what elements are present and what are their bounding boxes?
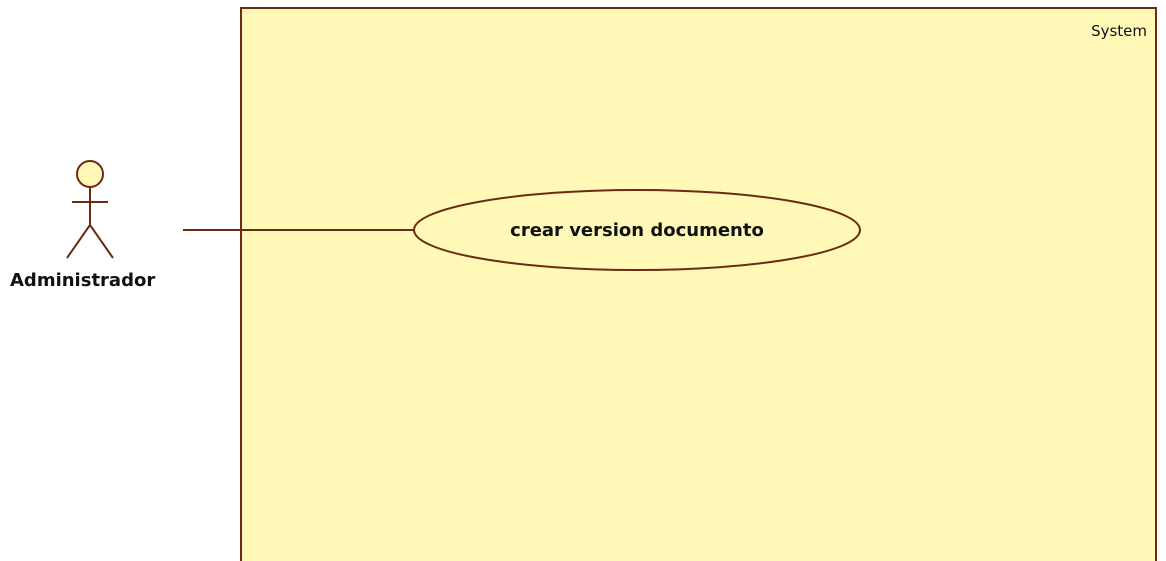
actor-label: Administrador — [10, 270, 156, 291]
use-case-label: crear version documento — [510, 219, 764, 241]
system-boundary: System — [240, 7, 1157, 561]
system-label: System — [1091, 22, 1147, 40]
use-case-ellipse[interactable] — [413, 189, 861, 271]
actor-right-leg — [89, 224, 114, 259]
actor-figure[interactable] — [66, 160, 114, 259]
actor-head — [76, 160, 104, 188]
actor-left-leg — [66, 224, 91, 259]
